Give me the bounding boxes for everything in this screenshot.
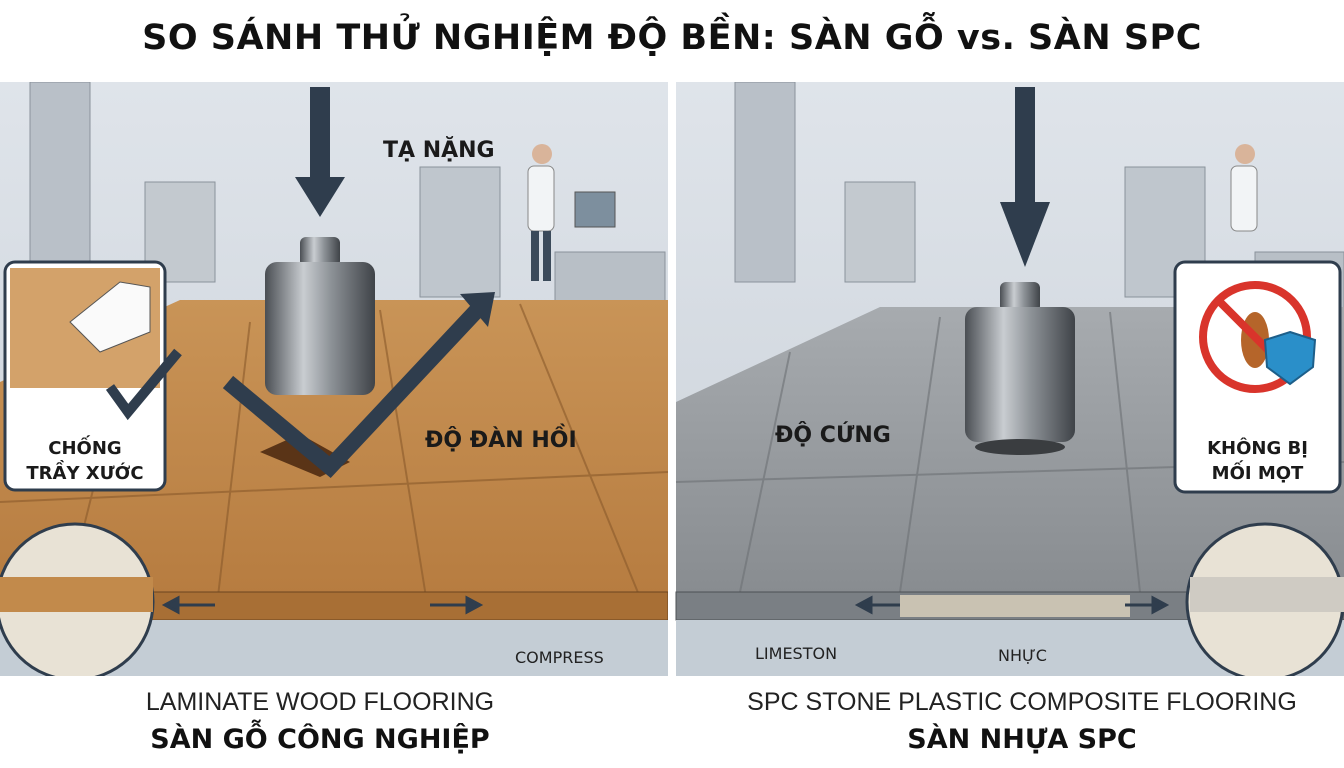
down-arrow-icon [1000, 87, 1050, 267]
limestone-label: LIMESTON [755, 644, 838, 663]
elasticity-label: ĐỘ ĐÀN HỒI [425, 428, 577, 453]
plastic-label: NHỰC [998, 646, 1047, 665]
joint-inset [0, 522, 155, 676]
weight [265, 237, 375, 395]
right-caption-vi: SÀN NHỰA SPC [907, 724, 1137, 755]
termite-inset [1173, 260, 1342, 494]
right-panel [675, 82, 1344, 676]
scientist-figure [527, 144, 555, 281]
left-caption-vi: SÀN GỖ CÔNG NGHIỆP [150, 724, 490, 755]
shield-check-icon [1263, 330, 1317, 386]
weight-label: TẠ NẶNG [383, 138, 495, 163]
joint-inset [1185, 522, 1344, 676]
hardness-label: ĐỘ CỨNG [775, 423, 891, 448]
scratch-inset [3, 260, 182, 492]
illustration [0, 82, 1344, 676]
hand-icon [69, 281, 151, 353]
left-caption-en: LAMINATE WOOD FLOORING [145, 688, 495, 716]
label-line: TRẦY XƯỚC [26, 463, 144, 484]
left-panel [0, 82, 669, 676]
label-line: MỐI MỌT [1211, 463, 1304, 484]
label-line: CHỐNG [48, 438, 122, 459]
label-line: KHÔNG BỊ [1207, 438, 1308, 459]
compress-label: COMPRESS [515, 648, 604, 667]
scratch-resistant-label: CHỐNG TRẦY XƯỚC [5, 436, 165, 486]
page-title: SO SÁNH THỬ NGHIỆM ĐỘ BỀN: SÀN GỖ vs. SÀ… [142, 18, 1202, 58]
weight [965, 282, 1075, 442]
down-arrow-icon [295, 87, 345, 217]
termite-proof-label: KHÔNG BỊ MỐI MỌT [1175, 436, 1340, 486]
right-caption-en: SPC STONE PLASTIC COMPOSITE FLOORING [747, 688, 1297, 716]
check-arrow-icon [222, 301, 486, 478]
